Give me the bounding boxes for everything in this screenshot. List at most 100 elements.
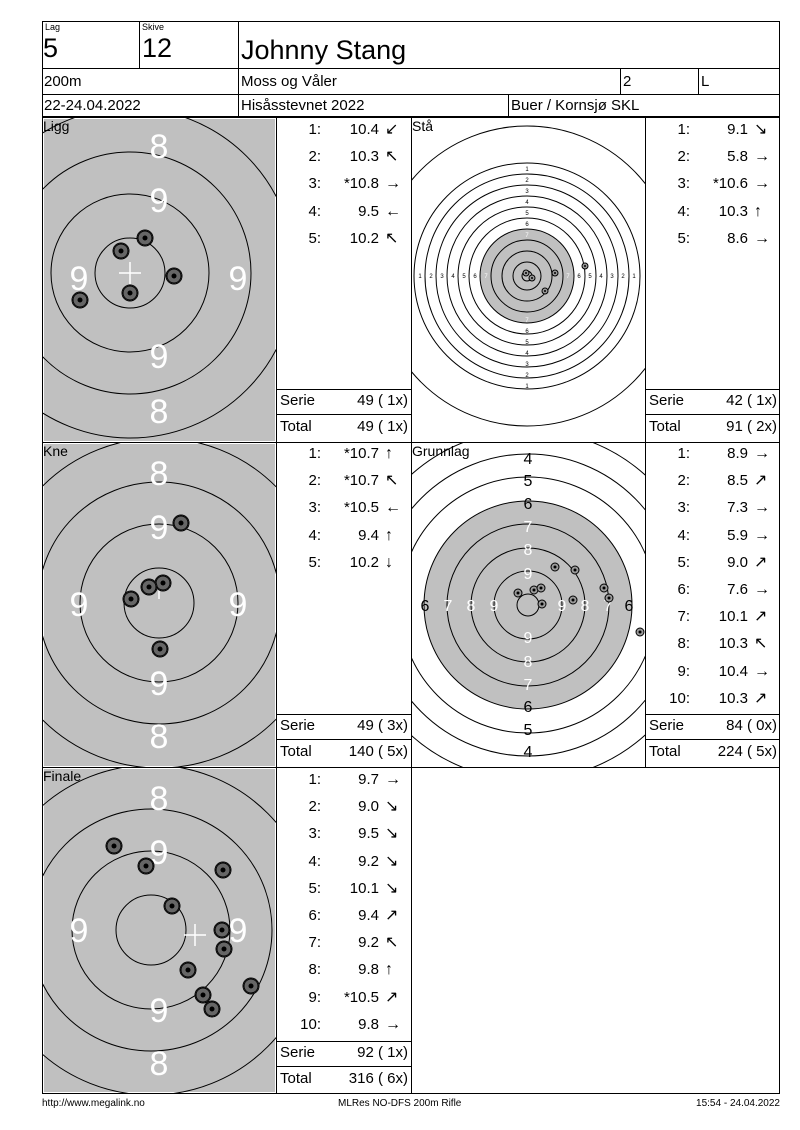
shot-direction-arrow-icon: ↗: [385, 907, 399, 924]
shot-hole: [551, 269, 559, 277]
shot-value: *10.8: [343, 175, 379, 193]
total-label: Total: [280, 418, 312, 435]
shot-value: 9.5: [358, 825, 379, 843]
header-divider: [238, 21, 239, 117]
shot-value: 7.6: [727, 581, 748, 598]
ring-number: 2: [429, 274, 433, 280]
shot-hole: [550, 562, 560, 572]
shot-hole: [529, 585, 539, 595]
shot-hole: [121, 284, 139, 302]
ring-number: 8: [150, 393, 169, 431]
panel-divider: [645, 117, 646, 767]
center-cross: [184, 924, 206, 946]
header-divider: [508, 94, 509, 117]
shot-number: 2:: [308, 798, 321, 816]
shot-hole: [136, 229, 154, 247]
shot-row: 4:5.9→: [646, 522, 780, 549]
shot-direction-arrow-icon: →: [754, 581, 770, 598]
shot-number: 2:: [308, 148, 321, 166]
shot-direction-arrow-icon: ↗: [754, 472, 768, 490]
shot-hole: [541, 287, 549, 295]
shot-hole: [528, 274, 536, 282]
lag-value: 5: [43, 33, 59, 63]
shot-direction-arrow-icon: ←: [385, 202, 401, 220]
shot-row: 1:*10.7↑: [277, 440, 411, 467]
shot-direction-arrow-icon: →: [385, 1015, 401, 1033]
shot-hole: [112, 242, 130, 260]
shot-value: 10.4: [718, 662, 748, 680]
shot-value: 9.4: [358, 526, 379, 544]
target-background: [44, 444, 275, 766]
shot-hole: [581, 262, 589, 270]
shot-direction-arrow-icon: ↖: [385, 148, 399, 166]
shot-row: 7:9.2↖: [277, 929, 411, 956]
ring: [512, 261, 542, 291]
total-label: Total: [280, 743, 312, 760]
ring-number: 6: [577, 274, 581, 280]
shot-hole: [214, 861, 232, 879]
shot-value: 9.2: [358, 934, 379, 952]
ring: [424, 173, 630, 379]
shot-number: 4:: [308, 852, 321, 870]
ring: [412, 453, 645, 757]
shot-row: 9:10.4→: [646, 658, 780, 685]
ring-number: 4: [525, 200, 529, 206]
serie-line: [645, 414, 780, 415]
shot-hole: [604, 593, 614, 603]
total-value: 316 ( 6x): [348, 1070, 408, 1087]
ring: [115, 894, 187, 966]
shot-direction-arrow-icon: →: [754, 662, 770, 680]
shot-value: 9.2: [358, 852, 379, 870]
ring-number: 9: [70, 586, 89, 624]
panel-title-sta: Stå: [412, 118, 434, 134]
serie-line: [276, 1041, 411, 1042]
total-label: Total: [280, 1070, 312, 1087]
ring-number: 1: [418, 274, 422, 280]
ring-number: 8: [150, 780, 169, 818]
ring-number: 9: [150, 182, 169, 220]
shot-row: 2:9.0↘: [277, 793, 411, 820]
ring-number: 5: [588, 274, 592, 280]
shot-number: 1:: [308, 445, 321, 462]
ring-number: 8: [150, 718, 169, 756]
shot-number: 1:: [677, 445, 690, 462]
ring-number: 6: [625, 598, 634, 615]
shot-hole: [536, 583, 546, 593]
shot-row: 4:9.2↘: [277, 848, 411, 875]
ring-number: 2: [525, 373, 529, 379]
shot-direction-arrow-icon: ↖: [385, 472, 399, 490]
shot-number: 4:: [308, 526, 321, 544]
ring: [94, 237, 166, 309]
shot-holes: [105, 837, 260, 1018]
shot-value: *10.7: [343, 445, 379, 462]
header-frame: [42, 21, 780, 117]
footer-url[interactable]: http://www.megalink.no: [42, 1098, 145, 1109]
shot-value: 5.9: [727, 526, 748, 544]
shot-hole: [513, 588, 523, 598]
ring-number: 2: [621, 274, 625, 280]
ring-number: 9: [150, 992, 169, 1030]
shot-row: 5:10.2↖: [277, 225, 411, 252]
shot-hole: [71, 291, 89, 309]
shot-direction-arrow-icon: →: [754, 229, 770, 247]
shot-value: 10.2: [349, 553, 379, 571]
shot-direction-arrow-icon: ←: [385, 499, 401, 517]
serie-line: [276, 389, 411, 390]
shot-number: 5:: [308, 553, 321, 571]
ring-number: 4: [599, 274, 603, 280]
panel-divider: [276, 117, 277, 1094]
serie-label: Serie: [280, 1044, 316, 1061]
class: L: [701, 73, 710, 90]
ring-number: 4: [451, 274, 455, 280]
serie-value: 49 ( 3x): [357, 717, 408, 734]
footer-timestamp: 15:54 - 24.04.2022: [696, 1098, 780, 1109]
shot-number: 3:: [308, 175, 321, 193]
shot-holes: [122, 514, 190, 658]
serie-line: [276, 714, 411, 715]
ring-number: 6: [473, 274, 477, 280]
shot-row: 1:9.7→: [277, 766, 411, 793]
shot-direction-arrow-icon: →: [754, 148, 770, 166]
shot-hole: [635, 627, 645, 637]
shot-hole: [203, 1000, 221, 1018]
shot-number: 6:: [677, 581, 690, 598]
